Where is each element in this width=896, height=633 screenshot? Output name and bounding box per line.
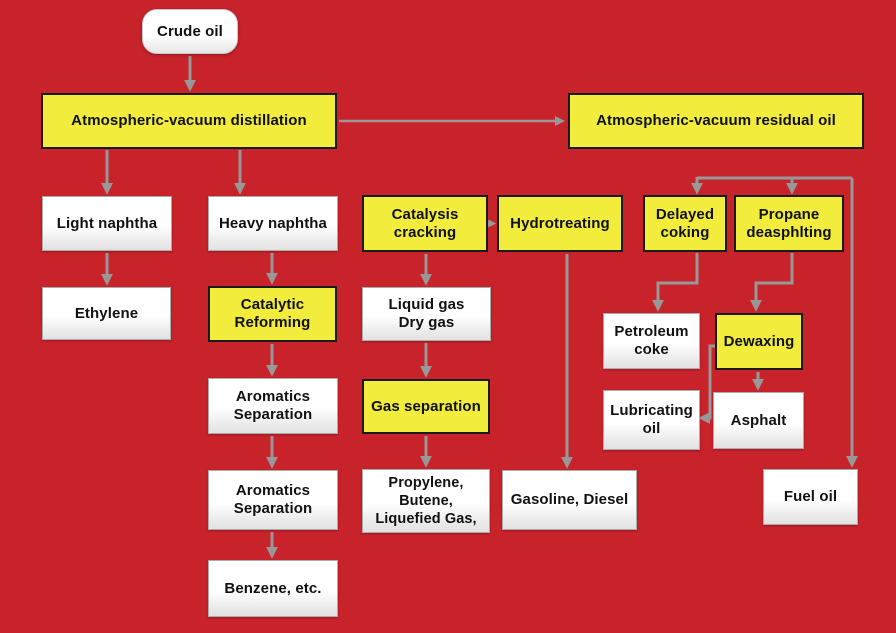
node-benzene-etc: Benzene, etc.	[208, 560, 338, 617]
node-gas-separation: Gas separation	[362, 379, 490, 434]
node-atmospheric-vacuum-distillation: Atmospheric-vacuum distillation	[41, 93, 337, 149]
node-liquid-gas-dry-gas: Liquid gas Dry gas	[362, 287, 491, 341]
node-catalytic-reforming: Catalytic Reforming	[208, 286, 337, 342]
node-gasoline-diesel: Gasoline, Diesel	[502, 470, 637, 530]
node-dewaxing: Dewaxing	[715, 313, 803, 370]
node-hydrotreating: Hydrotreating	[497, 195, 623, 252]
node-lubricating-oil: Lubricating oil	[603, 390, 700, 450]
node-fuel-oil: Fuel oil	[763, 469, 858, 525]
arrow-propane-to-dewaxing	[750, 253, 794, 312]
node-ethylene: Ethylene	[42, 287, 171, 340]
node-catalysis-cracking: Catalysis cracking	[362, 195, 488, 252]
node-heavy-naphtha: Heavy naphtha	[208, 196, 338, 251]
node-atmospheric-vacuum-residual-oil: Atmospheric-vacuum residual oil	[568, 93, 864, 149]
node-light-naphtha: Light naphtha	[42, 196, 172, 251]
node-propylene-butene-liquefied-gas: Propylene, Butene, Liquefied Gas,	[362, 469, 490, 533]
node-asphalt: Asphalt	[713, 392, 804, 449]
node-aromatics-separation-2: Aromatics Separation	[208, 470, 338, 530]
node-crude-oil: Crude oil	[142, 9, 238, 54]
node-propane-deasphalting: Propane deasphlting	[734, 195, 844, 252]
arrow-delayed-coking-to-petroleum-coke	[652, 253, 699, 312]
node-delayed-coking: Delayed coking	[643, 195, 727, 252]
node-aromatics-separation-1: Aromatics Separation	[208, 378, 338, 434]
node-petroleum-coke: Petroleum coke	[603, 313, 700, 369]
